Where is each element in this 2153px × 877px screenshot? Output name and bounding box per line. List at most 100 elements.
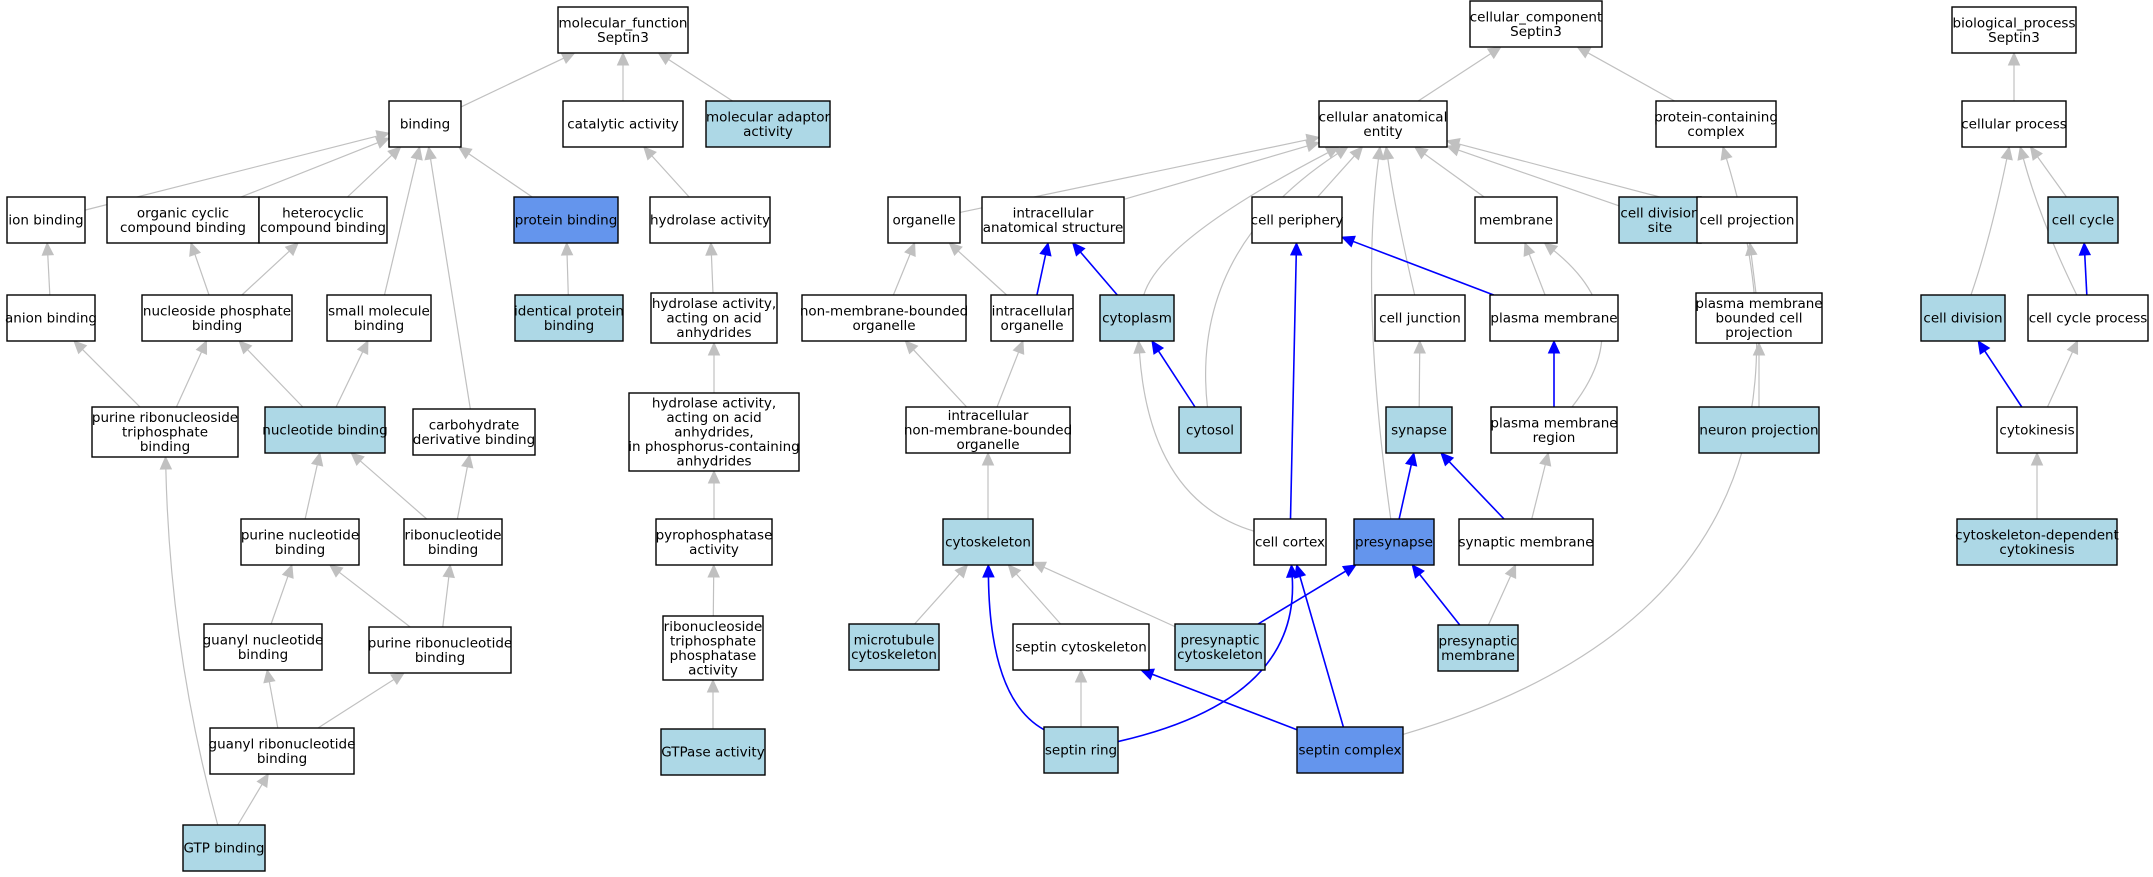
node-label: site xyxy=(1648,220,1672,236)
node-membrane[interactable]: membrane xyxy=(1474,196,1558,244)
node-presynapse[interactable]: presynapse xyxy=(1353,518,1435,566)
node-label: non-membrane-bounded xyxy=(800,303,968,319)
node-nucleotide-binding[interactable]: nucleotide binding xyxy=(262,406,388,454)
edge-line xyxy=(892,253,911,296)
node-catalytic[interactable]: catalytic activity xyxy=(562,100,684,148)
node-protein-binding[interactable]: protein binding xyxy=(513,196,619,244)
node-ion-binding[interactable]: ion binding xyxy=(6,196,86,244)
arrowhead-icon xyxy=(387,146,402,161)
edge-cytosol-to-cae xyxy=(1205,146,1349,408)
node-label: identical protein xyxy=(514,303,624,319)
node-label: cytoplasm xyxy=(1102,311,1172,327)
node-cell-periphery[interactable]: cell periphery xyxy=(1251,196,1344,244)
node-cytoplasm[interactable]: cytoplasm xyxy=(1099,294,1175,342)
node-septin-complex[interactable]: septin complex xyxy=(1296,726,1404,774)
node-cell-cycle[interactable]: cell cycle xyxy=(2047,196,2119,244)
node-box xyxy=(2047,196,2119,244)
node-hydrolase[interactable]: hydrolase activity xyxy=(649,196,771,244)
node-cell-division[interactable]: cell division xyxy=(1920,294,2006,342)
node-box xyxy=(513,196,619,244)
node-box xyxy=(1474,196,1558,244)
node-box xyxy=(1174,623,1266,671)
edge-line xyxy=(1289,254,1298,520)
edge-cell_periphery-to-cae xyxy=(1317,146,1364,198)
arrowhead-icon xyxy=(1576,46,1592,59)
node-organelle[interactable]: organelle xyxy=(887,196,961,244)
edge-purine_ribo_tri-to-anion_binding xyxy=(73,340,141,408)
edge-synapse-to-cell_junction xyxy=(1413,339,1426,408)
edge-purine_ribonucleotide-to-ribonucleotide xyxy=(442,563,455,628)
edge-binding-to-mf xyxy=(460,52,576,108)
node-cell-cortex[interactable]: cell cortex xyxy=(1253,518,1327,566)
node-label: catalytic activity xyxy=(567,117,679,133)
node-synaptic-membrane[interactable]: synaptic membrane xyxy=(1458,518,1594,566)
node-cell-projection[interactable]: cell projection xyxy=(1696,196,1798,244)
node-hydrolase-anhydrides[interactable]: hydrolase activity,acting on acidanhydri… xyxy=(650,292,778,344)
node-label: compound binding xyxy=(120,220,246,236)
arrowhead-icon xyxy=(560,52,576,65)
node-gtpase[interactable]: GTPase activity xyxy=(660,728,766,776)
node-box xyxy=(1696,196,1798,244)
node-neuron-projection[interactable]: neuron projection xyxy=(1698,406,1820,454)
node-cytoskeleton[interactable]: cytoskeleton xyxy=(942,518,1034,566)
node-cytokinesis[interactable]: cytokinesis xyxy=(1996,406,2078,454)
node-hydrolase-phos[interactable]: hydrolase activity,acting on acidanhydri… xyxy=(628,392,800,472)
node-label: anhydrides, xyxy=(674,425,753,441)
node-intra-nmb-organelle[interactable]: intracellularnon-membrane-boundedorganel… xyxy=(904,406,1072,454)
node-label: organelle xyxy=(892,213,955,229)
node-septin-ring[interactable]: septin ring xyxy=(1043,726,1119,774)
node-gtp-binding[interactable]: GTP binding xyxy=(182,824,266,872)
node-septin-cytoskeleton[interactable]: septin cytoskeleton xyxy=(1012,623,1150,671)
edge-septin_complex-to-cell_cortex xyxy=(1294,563,1345,728)
node-cell-junction[interactable]: cell junction xyxy=(1374,294,1466,342)
edge-line xyxy=(1984,350,2023,408)
edge-line xyxy=(1123,145,1308,200)
node-cell-cycle-process[interactable]: cell cycle process xyxy=(2027,294,2149,342)
node-cytosol[interactable]: cytosol xyxy=(1178,406,1242,454)
edge-purine_ribo_tri-to-nucleoside_phosphate xyxy=(175,339,208,408)
arrowhead-icon xyxy=(1305,140,1321,153)
edge-line xyxy=(1079,251,1118,296)
node-ribo-tri-phosphatase[interactable]: ribonucleosidetriphosphatephosphataseact… xyxy=(662,615,764,681)
node-plasma-membrane[interactable]: plasma membrane xyxy=(1489,294,1619,342)
node-label: binding xyxy=(415,650,465,666)
node-cellular-process[interactable]: cellular process xyxy=(1961,100,2067,148)
arrowhead-icon xyxy=(1539,451,1552,467)
node-anion-binding[interactable]: anion binding xyxy=(5,294,97,342)
node-label: cell periphery xyxy=(1251,213,1344,229)
node-synapse[interactable]: synapse xyxy=(1385,406,1453,454)
arrowhead-icon xyxy=(1341,564,1357,577)
node-box xyxy=(209,727,355,775)
node-binding[interactable]: binding xyxy=(388,100,462,148)
edge-nmb_organelle-to-organelle xyxy=(892,241,916,296)
